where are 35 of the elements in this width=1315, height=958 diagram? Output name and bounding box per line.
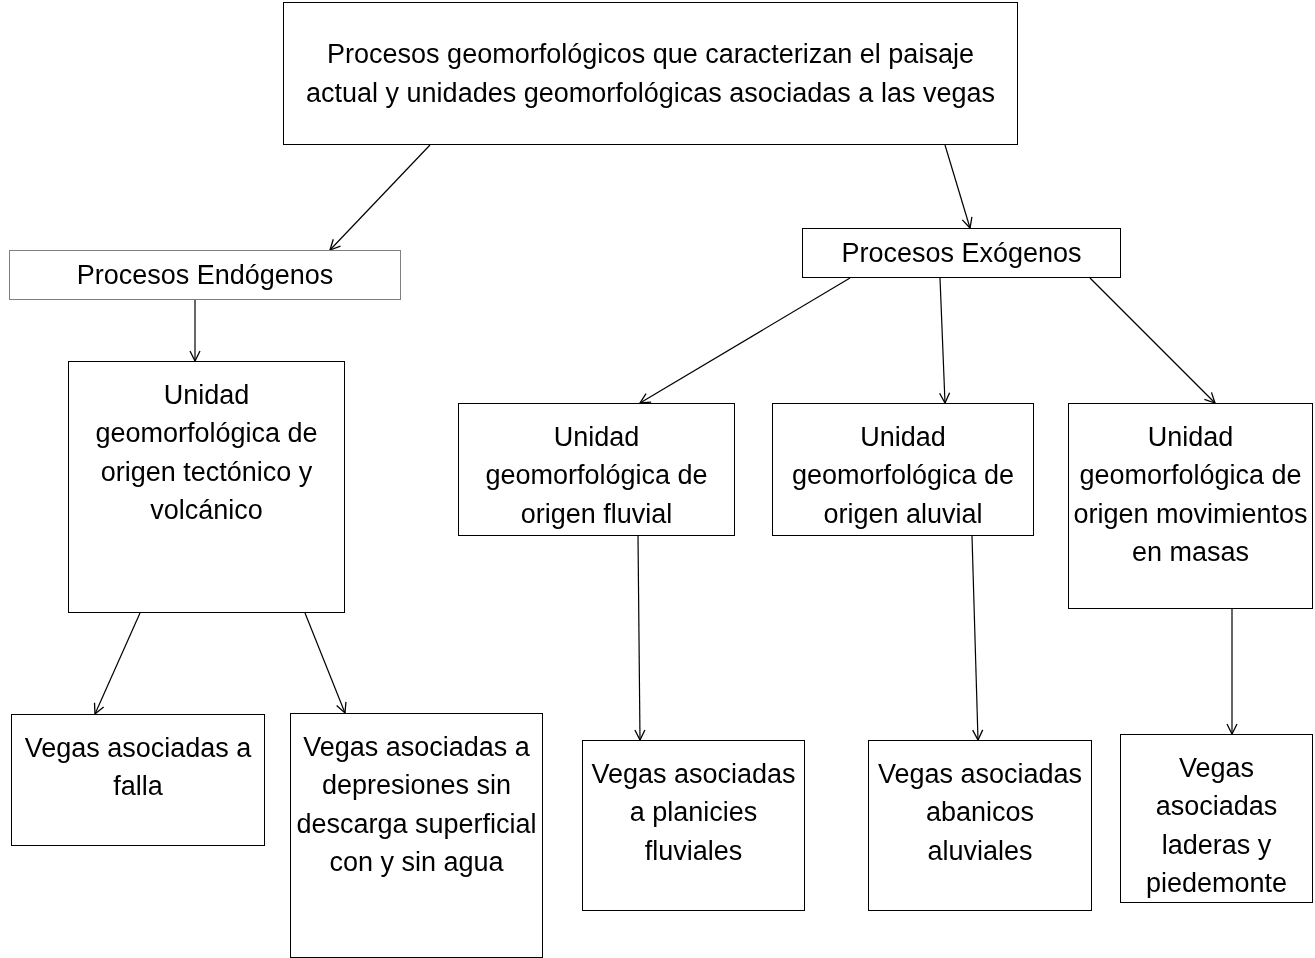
- text-box: [802, 228, 1121, 278]
- arrow: [304, 612, 347, 714]
- box-label: Procesos geomorfológicos que caracterizan el paisaje actual y unidades geomorfológicas asociadas a las vegas: [305, 38, 996, 110]
- arrow: [189, 299, 201, 362]
- box-label: Unidad geomorfológica de origen movimientos en masas: [1073, 421, 1308, 569]
- text-box: [582, 740, 805, 911]
- box-label: Unidad geomorfológica de origen aluvial: [790, 421, 1016, 531]
- arrow: [639, 277, 851, 404]
- arrow: [1226, 608, 1238, 735]
- box-label: Unidad geomorfológica de origen tectónico y volcánico: [94, 379, 319, 527]
- arrow: [93, 612, 141, 715]
- box-label: Procesos Exógenos: [841, 236, 1082, 270]
- arrow: [634, 535, 646, 741]
- arrow: [938, 277, 951, 404]
- text-box: [1068, 403, 1313, 609]
- box-label: Vegas asociadas a falla: [23, 732, 253, 804]
- arrow: [971, 535, 984, 741]
- box-label: Vegas asociadas laderas y piedemonte: [1144, 752, 1289, 900]
- box-label: Procesos Endógenos: [76, 258, 334, 292]
- box-label: Vegas asociadas a depresiones sin descarga superficial con y sin agua: [295, 731, 538, 879]
- text-box: [1120, 734, 1313, 903]
- text-box: [868, 740, 1092, 911]
- arrow: [944, 144, 973, 229]
- text-box: [458, 403, 735, 536]
- box-label: Vegas asociadas a planicies fluviales: [590, 758, 797, 868]
- text-box: [68, 361, 345, 613]
- text-box: [283, 2, 1018, 145]
- box-label: Unidad geomorfológica de origen fluvial: [484, 421, 709, 531]
- text-box: [290, 713, 543, 958]
- box-label: Vegas asociadas abanicos aluviales: [876, 758, 1084, 868]
- text-box: [772, 403, 1034, 536]
- text-box: [11, 714, 265, 846]
- arrow: [329, 144, 431, 251]
- arrow: [1089, 277, 1216, 404]
- text-box: [9, 250, 401, 300]
